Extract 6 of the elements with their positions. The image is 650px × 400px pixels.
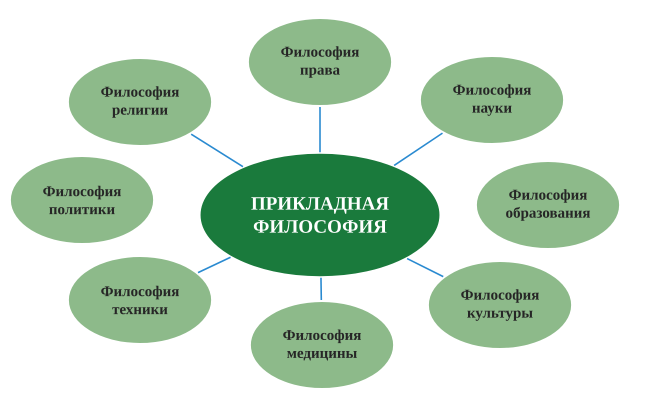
connector-line [320,278,322,300]
connector-line [319,107,321,152]
connector-line [198,256,231,274]
connector-line [394,132,443,166]
connector-line [406,258,444,278]
connector-line [190,133,244,168]
